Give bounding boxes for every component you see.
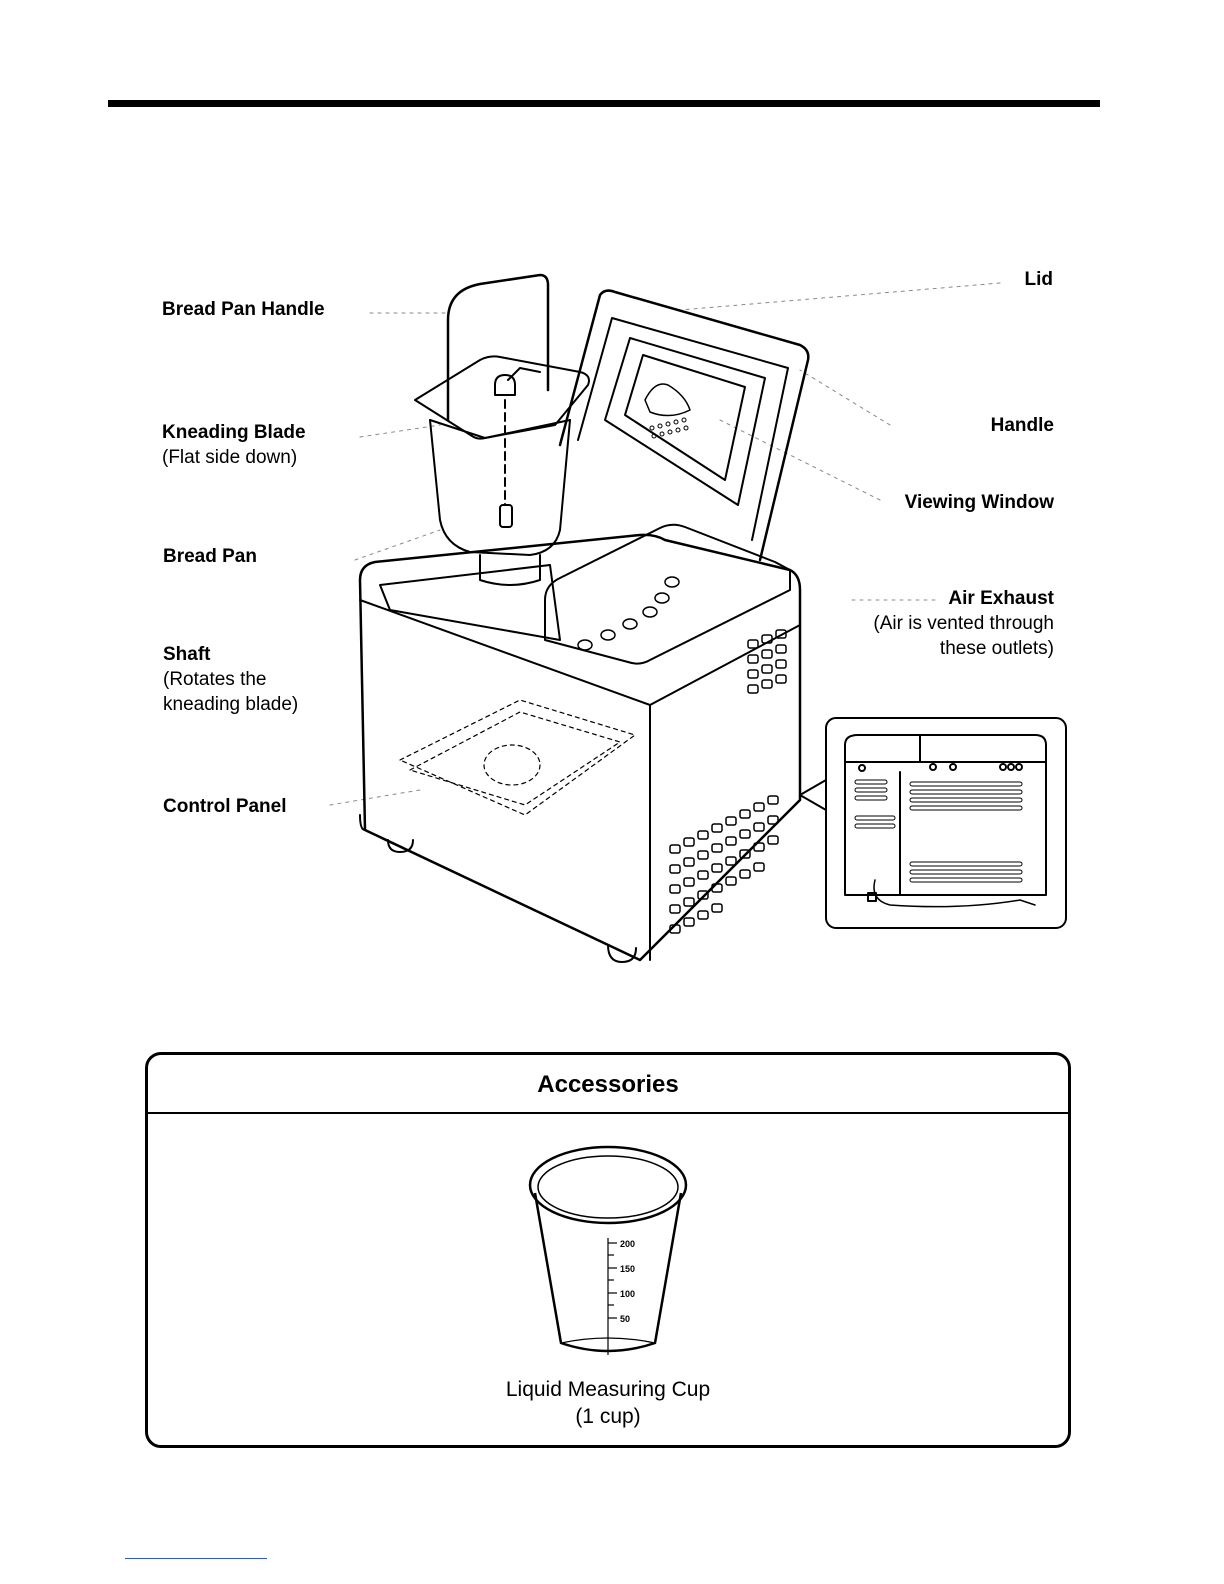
- cup-mark-200: 200: [620, 1239, 635, 1249]
- accessories-divider: [148, 1112, 1068, 1114]
- cup-name: Liquid Measuring Cup: [148, 1376, 1068, 1403]
- accessories-title: Accessories: [148, 1071, 1068, 1099]
- cup-mark-150: 150: [620, 1264, 635, 1274]
- control-panel-buttons: [578, 577, 679, 650]
- cup-mark-50: 50: [620, 1314, 630, 1324]
- footer-underline: [125, 1558, 267, 1559]
- cup-mark-100: 100: [620, 1289, 635, 1299]
- bread-maker-illustration: [0, 0, 1224, 1000]
- side-vents: [748, 630, 786, 693]
- cup-caption: Liquid Measuring Cup (1 cup): [148, 1376, 1068, 1430]
- cup-size: (1 cup): [148, 1403, 1068, 1430]
- rear-view-inset: [800, 718, 1066, 928]
- lid-vent-holes: [650, 418, 688, 438]
- measuring-cup-illustration: 200 150 100 50: [523, 1143, 693, 1363]
- accessories-box: Accessories 200 150 100 50 Liquid Measur…: [145, 1052, 1071, 1448]
